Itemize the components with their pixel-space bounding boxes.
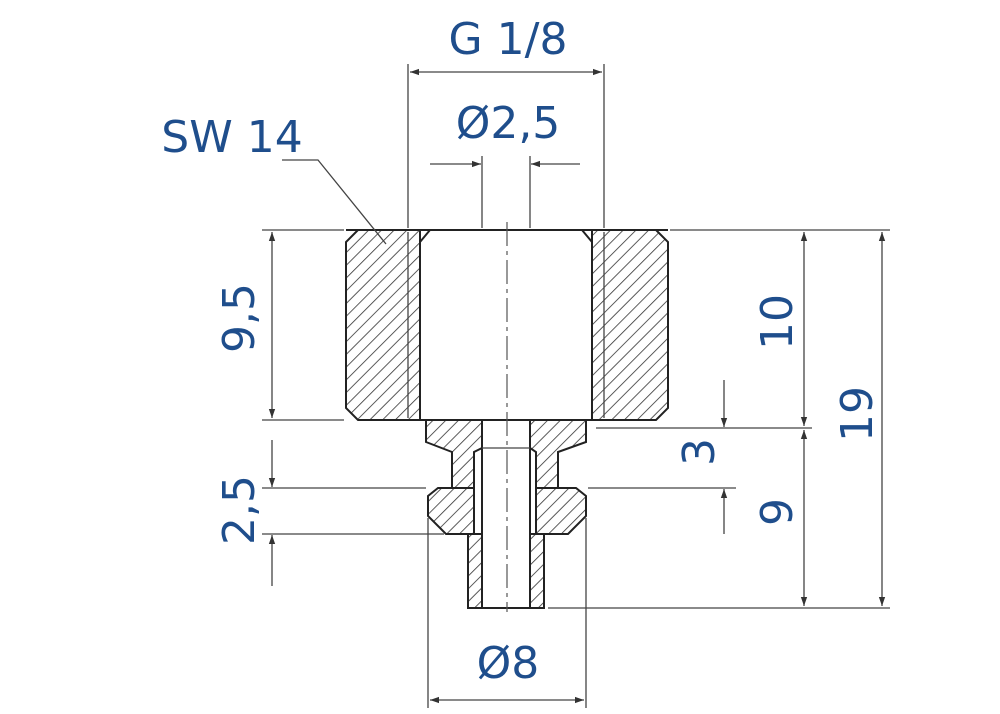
label-thread: G 1/8 (449, 14, 568, 65)
label-overall-height: 19 (832, 386, 883, 442)
extension-lines (262, 64, 890, 708)
label-groove-width: 2,5 (214, 475, 265, 545)
fitting-section (345, 222, 669, 612)
label-thread-depth: 10 (752, 294, 803, 350)
spigot-left (467, 533, 483, 609)
collar-right (535, 487, 587, 535)
label-spigot-height: 9 (752, 498, 803, 526)
neck-left (425, 419, 483, 489)
dim-wrench-leader (282, 159, 387, 245)
label-outer-diameter: Ø8 (477, 638, 540, 689)
dimension-labels: G 1/8 Ø2,5 SW 14 9,5 2,5 10 3 9 19 Ø8 (161, 14, 883, 689)
dimension-lines (268, 68, 886, 704)
collar-left (427, 487, 475, 535)
label-neck-height: 3 (674, 438, 725, 466)
label-bore-diameter: Ø2,5 (456, 98, 561, 149)
label-wrench-size: SW 14 (161, 112, 302, 163)
hex-wall-left (345, 229, 421, 421)
neck-right (529, 419, 587, 489)
bore-chamfer-top (419, 229, 593, 243)
spigot-right (529, 533, 545, 609)
label-hex-height: 9,5 (214, 283, 265, 353)
